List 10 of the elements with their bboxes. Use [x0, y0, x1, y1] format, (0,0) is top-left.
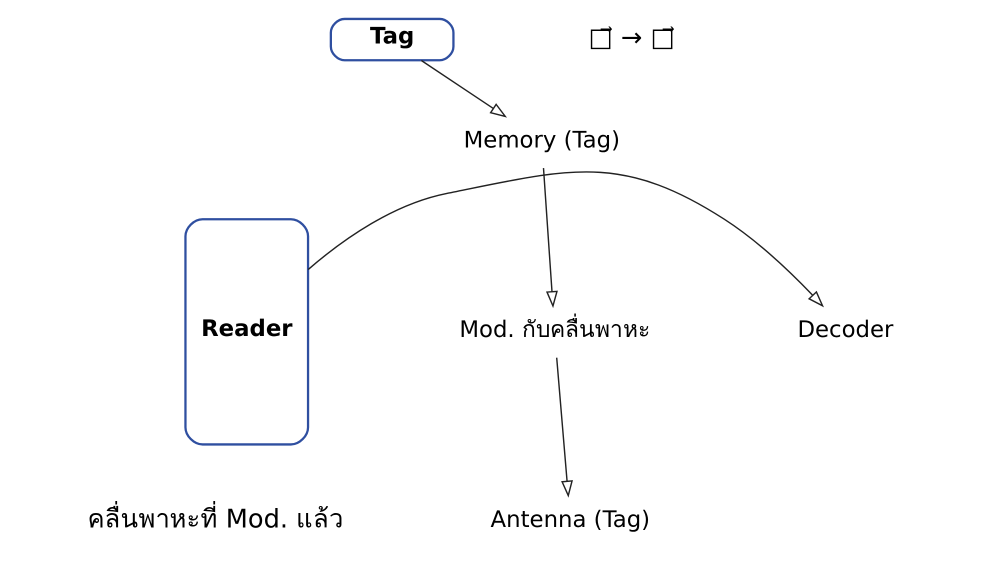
arrow	[556, 358, 573, 498]
node-text: Antenna (Tag)	[490, 506, 650, 533]
node-box: Tag	[330, 18, 455, 62]
arrow	[420, 60, 508, 118]
node-text: Memory (Tag)	[464, 128, 620, 154]
arrow	[542, 168, 558, 308]
node-text: Decoder	[797, 317, 894, 344]
node-box: Reader	[184, 218, 310, 446]
arrow	[308, 171, 824, 308]
label: □⃗ → □⃗	[588, 22, 675, 53]
